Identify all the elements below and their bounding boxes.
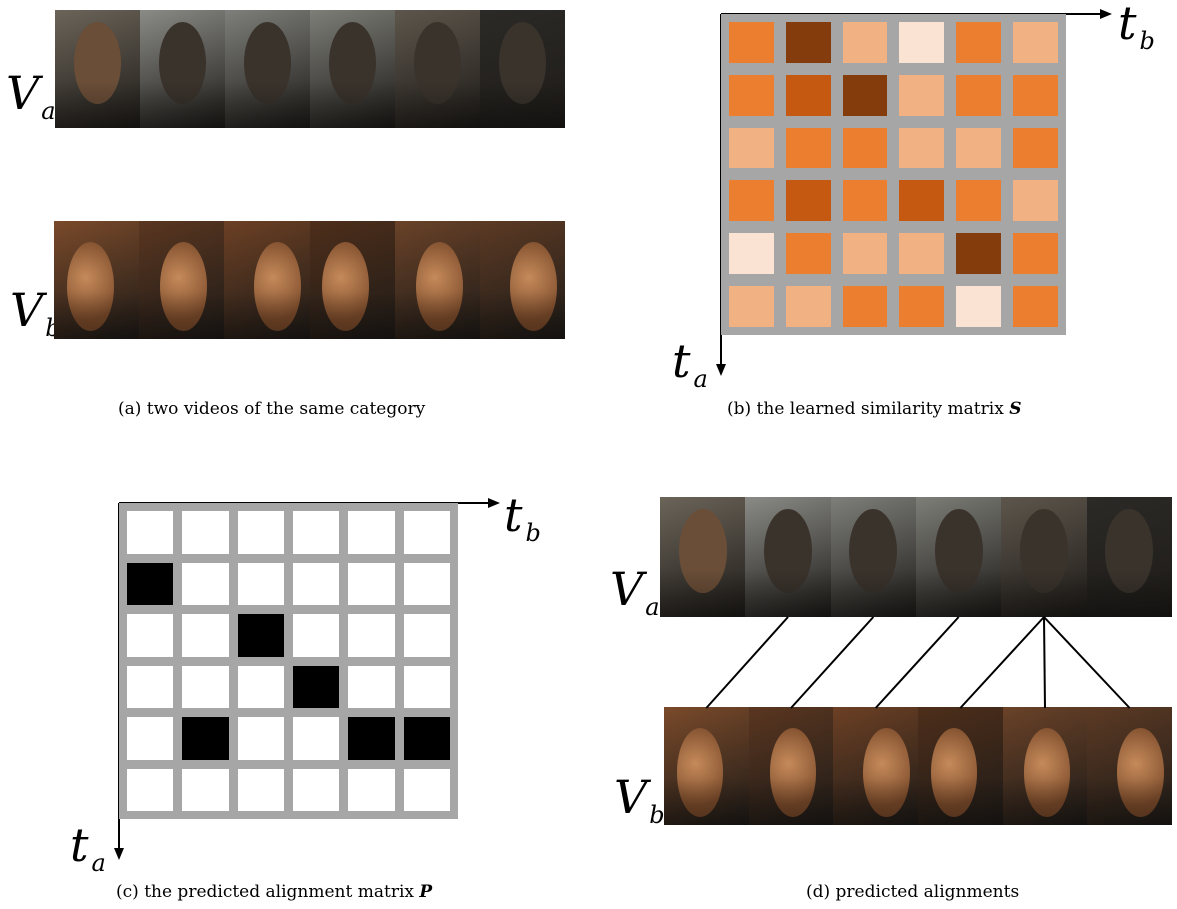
alignment-line <box>876 617 959 708</box>
caption-d: (d) predicted alignments <box>806 882 1019 902</box>
alignment-line <box>960 617 1044 708</box>
alignment-line <box>791 617 873 708</box>
alignment-line <box>1044 617 1130 708</box>
alignment-line <box>706 617 788 708</box>
alignment-line <box>1044 617 1045 708</box>
